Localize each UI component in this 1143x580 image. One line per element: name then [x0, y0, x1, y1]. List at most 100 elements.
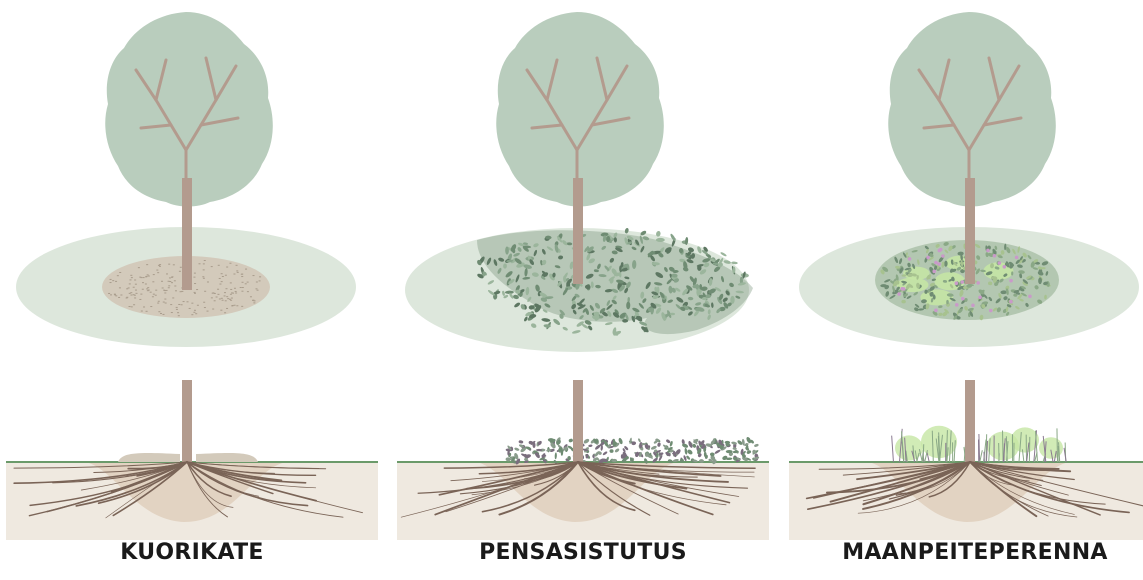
- mulch-speck: [220, 310, 222, 311]
- mulch-speck: [168, 281, 170, 282]
- perennial-leaf: [901, 300, 905, 304]
- mulch-speck: [181, 291, 183, 292]
- mulch-speck: [175, 290, 177, 291]
- mulch-speck: [130, 279, 132, 280]
- mulch-speck: [162, 287, 164, 288]
- perennial-stem: [979, 434, 980, 462]
- tree-canopy: [496, 12, 664, 207]
- mulch-speck: [145, 276, 147, 277]
- mulch-speck: [224, 295, 226, 296]
- flower-dot: [971, 304, 975, 308]
- shrub-leaf: [514, 447, 520, 451]
- mulch-speck: [227, 298, 229, 299]
- mulch-speck: [164, 290, 166, 291]
- mulch-speck: [178, 315, 180, 316]
- mulch-speck: [156, 270, 158, 271]
- mulch-speck: [245, 283, 247, 284]
- mulch-speck: [130, 292, 132, 293]
- illustration-pensasistutus: [397, 0, 769, 540]
- flower-dot: [934, 309, 938, 313]
- mulch-speck: [236, 305, 238, 306]
- mulch-speck: [194, 293, 196, 294]
- mulch-speck: [126, 297, 128, 298]
- mulch-speck: [224, 312, 226, 313]
- mulch-speck: [135, 293, 137, 294]
- mulch-speck: [218, 265, 220, 266]
- mulch-speck: [142, 289, 144, 290]
- mulch-speck: [134, 280, 136, 281]
- mulch-speck: [176, 307, 178, 308]
- mulch-speck: [235, 291, 237, 292]
- shrub-leaf: [731, 441, 737, 445]
- mulch-speck: [146, 264, 148, 265]
- mulch-speck: [115, 281, 117, 282]
- mulch-speck: [193, 312, 195, 313]
- mulch-speck: [217, 289, 219, 290]
- flower-dot: [900, 287, 904, 291]
- mulch-speck: [219, 298, 221, 299]
- mulch-speck: [158, 265, 160, 266]
- shrub-leaf: [638, 438, 642, 443]
- perennial-section-foliage: [892, 426, 1067, 462]
- shrub-leaf: [614, 448, 620, 453]
- tree-canopy: [888, 12, 1056, 207]
- mulch-speck: [202, 276, 204, 277]
- mulch-speck: [252, 300, 254, 301]
- perennial-stem: [923, 444, 924, 462]
- mulch-speck: [203, 263, 205, 264]
- mulch-speck: [234, 288, 236, 289]
- mulch-speck: [159, 266, 161, 267]
- flower-dot: [1009, 300, 1013, 304]
- mulch-speck: [169, 281, 171, 282]
- mulch-speck: [226, 296, 228, 297]
- mulch-speck: [174, 280, 176, 281]
- flower-dot: [1028, 295, 1032, 299]
- panel-maanpeiteperenna: MAANPEITEPERENNA: [789, 0, 1143, 580]
- flower-dot: [955, 281, 959, 285]
- shrub-leaf: [746, 450, 752, 455]
- mulch-speck: [160, 313, 162, 314]
- flower-dot: [961, 297, 965, 301]
- mulch-speck: [158, 301, 160, 302]
- mulch-speck: [259, 280, 261, 281]
- mulch-speck: [240, 287, 242, 288]
- panel-pensasistutus: PENSASISTUTUS: [397, 0, 769, 580]
- mulch-speck: [191, 314, 193, 315]
- mulch-speck: [221, 273, 223, 274]
- shrub-section-foliage: [505, 436, 759, 465]
- shrub-leaf: [695, 308, 702, 311]
- mulch-speck: [250, 296, 252, 297]
- section-trunk: [965, 380, 975, 462]
- mulch-speck: [193, 277, 195, 278]
- mulch-speck: [225, 300, 227, 301]
- mulch-speck: [225, 288, 227, 289]
- mulch-speck: [148, 276, 150, 277]
- mulch-speck: [112, 280, 114, 281]
- section-trunk: [182, 380, 192, 462]
- mulch-speck: [196, 289, 198, 290]
- mulch-speck: [173, 264, 175, 265]
- mulch-speck: [114, 294, 116, 295]
- mulch-speck: [110, 282, 112, 283]
- shrub-leaf: [657, 442, 661, 447]
- mulch-speck: [130, 295, 132, 296]
- shrub-leaf: [714, 449, 721, 455]
- shrub-leaf: [684, 448, 688, 455]
- mulch-speck: [171, 282, 173, 283]
- mulch-speck: [231, 298, 233, 299]
- mulch-speck: [230, 294, 232, 295]
- mulch-speck: [203, 269, 205, 270]
- mulch-speck: [168, 287, 170, 288]
- flower-dot: [1003, 265, 1007, 269]
- mulch-speck: [207, 311, 209, 312]
- mulch-speck: [146, 311, 148, 312]
- shrub-leaf: [568, 438, 573, 443]
- mulch-speck: [147, 274, 149, 275]
- mulch-speck: [229, 299, 231, 300]
- mulch-section-left: [118, 453, 180, 462]
- mulch-speck: [222, 300, 224, 301]
- mulch-speck: [253, 302, 255, 303]
- mulch-speck: [178, 304, 180, 305]
- mulch-speck: [230, 300, 232, 301]
- mulch-speck: [230, 282, 232, 283]
